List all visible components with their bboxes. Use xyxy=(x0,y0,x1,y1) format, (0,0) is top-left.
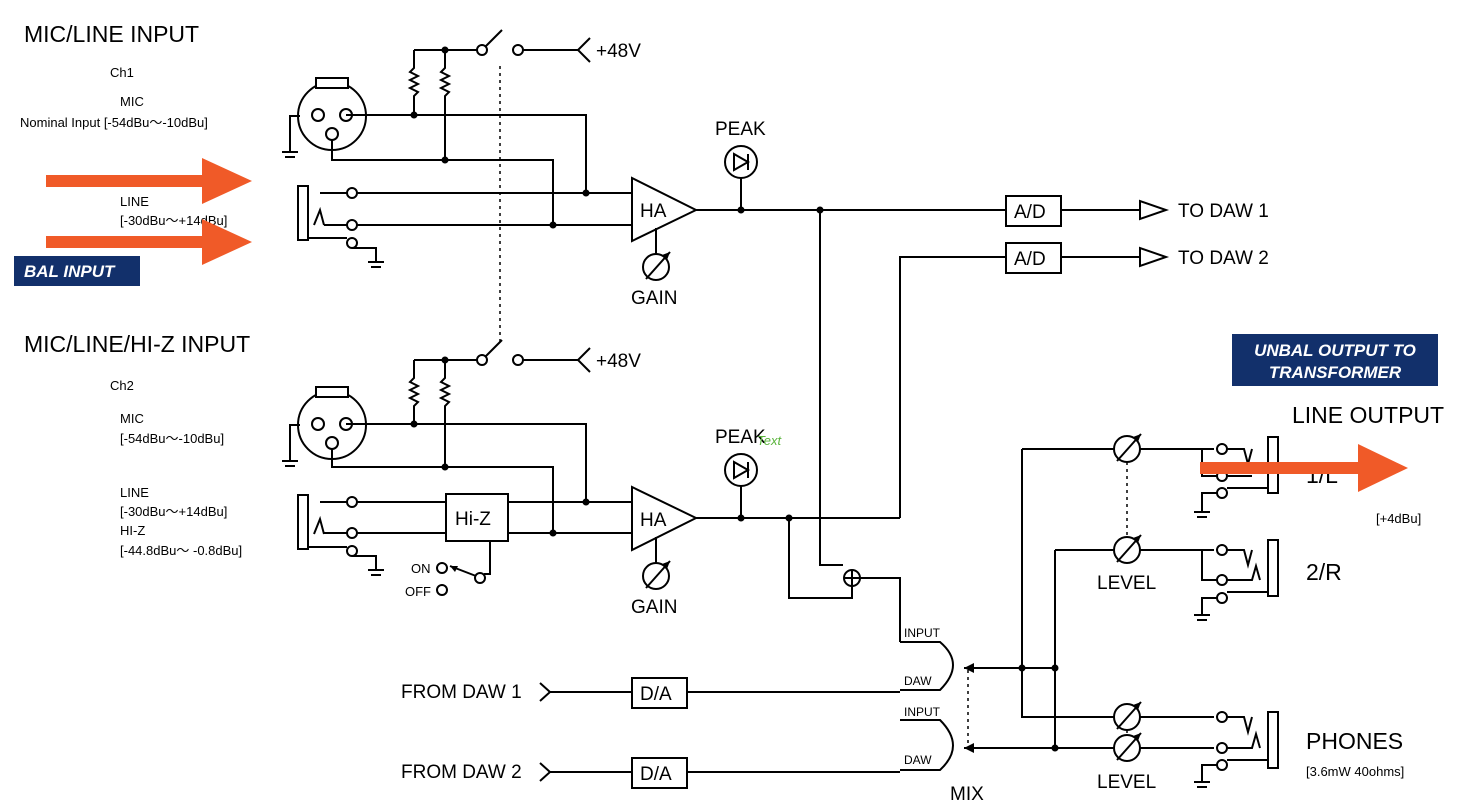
phones-label: PHONES xyxy=(1306,728,1403,754)
ch1-gain-knob-icon xyxy=(642,251,671,281)
ch1-line-label: LINE xyxy=(120,194,149,209)
ch2-input-circuit: +48V xyxy=(282,339,641,576)
ch2-ha-label: HA xyxy=(640,510,667,531)
section-title-mic-line-hiz-input: MIC/LINE/HI-Z INPUT xyxy=(24,331,250,357)
unbal-output-arrow xyxy=(1200,444,1408,492)
from-daw-1-label: FROM DAW 1 xyxy=(401,682,522,703)
ch1-xlr-connector-icon xyxy=(282,77,367,158)
ch1-phantom-label: +48V xyxy=(596,41,641,62)
ch1-input-circuit: +48V xyxy=(282,29,641,268)
ch2-mic-label: MIC xyxy=(120,411,144,426)
ch2-trs-jack-icon xyxy=(297,494,384,576)
output-2r-label: 2/R xyxy=(1306,559,1342,585)
bal-input-arrow-1 xyxy=(46,158,252,204)
da-1-label: D/A xyxy=(640,684,672,705)
from-daw-2-label: FROM DAW 2 xyxy=(401,762,522,783)
ch2-gain-knob-icon xyxy=(642,560,671,590)
ch2-gain-label: GAIN xyxy=(631,597,677,618)
ch2-peak-label: PEAK xyxy=(715,427,766,448)
unbal-output-badge-line2: TRANSFORMER xyxy=(1269,363,1402,382)
line-level-knob-1-icon xyxy=(1113,433,1142,463)
ad-1-label: A/D xyxy=(1014,202,1046,223)
phones-level-knob-1-icon xyxy=(1113,701,1142,731)
bal-input-badge-text: BAL INPUT xyxy=(24,262,116,281)
bal-input-badge: BAL INPUT xyxy=(14,256,140,286)
hiz-switch: ON OFF xyxy=(405,541,491,599)
ch1-trs-jack-icon xyxy=(297,185,384,268)
mix-block: INPUT DAW INPUT DAW MIX xyxy=(900,626,984,805)
ch1-label: Ch1 xyxy=(110,65,134,80)
ch2-line-label: LINE xyxy=(120,485,149,500)
hiz-off-label: OFF xyxy=(405,584,431,599)
hiz-on-label: ON xyxy=(411,561,431,576)
mix-daw-2-label: DAW xyxy=(904,753,932,767)
to-daw-1-label: TO DAW 1 xyxy=(1178,201,1269,222)
phones-level-knob-2-icon xyxy=(1113,732,1142,762)
ch1-mic-spec: Nominal Input [-54dBu～-10dBu] xyxy=(20,115,208,130)
phones-jack-icon xyxy=(1194,711,1279,788)
line-level-label: LEVEL xyxy=(1097,573,1156,594)
unbal-output-badge-line1: UNBAL OUTPUT TO xyxy=(1254,341,1416,360)
ch2-hiz-label: HI-Z xyxy=(120,523,145,538)
hiz-block: Hi-Z xyxy=(445,493,509,542)
phones-level-label: LEVEL xyxy=(1097,772,1156,793)
section-title-mic-line-input: MIC/LINE INPUT xyxy=(24,21,199,47)
ch2-phantom-label: +48V xyxy=(596,351,641,372)
ch1-peak-led-icon xyxy=(724,145,758,210)
bal-input-arrow-2 xyxy=(46,219,252,265)
unbal-output-badge: UNBAL OUTPUT TO TRANSFORMER xyxy=(1232,334,1438,386)
output-jack-2r-icon xyxy=(1194,539,1279,621)
section-title-line-output: LINE OUTPUT xyxy=(1292,402,1444,428)
ad-2-label: A/D xyxy=(1014,249,1046,270)
mix-daw-1-label: DAW xyxy=(904,674,932,688)
ad-converter-1: A/D xyxy=(1005,195,1062,227)
mix-input-1-label: INPUT xyxy=(904,626,941,640)
ch2-label: Ch2 xyxy=(110,378,134,393)
ch2-head-amp: HA xyxy=(631,485,699,563)
da-2-label: D/A xyxy=(640,764,672,785)
ch1-head-amp: HA xyxy=(631,176,699,254)
da-converter-1: D/A xyxy=(631,677,688,709)
phones-spec: [3.6mW 40ohms] xyxy=(1306,764,1404,779)
ch1-line-spec: [-30dBu～+14dBu] xyxy=(120,213,227,228)
to-daw-2-label: TO DAW 2 xyxy=(1178,248,1269,269)
line-output-spec: [+4dBu] xyxy=(1376,511,1421,526)
ch2-peak-led-icon xyxy=(724,453,758,518)
line-level-knob-2-icon xyxy=(1113,534,1142,564)
summing-node-icon xyxy=(843,569,861,587)
ch2-hiz-spec: [-44.8dBu～ -0.8dBu] xyxy=(120,543,242,558)
ch2-mic-spec: [-54dBu～-10dBu] xyxy=(120,431,224,446)
ch2-line-spec: [-30dBu～+14dBu] xyxy=(120,504,227,519)
ch1-ha-label: HA xyxy=(640,201,667,222)
peak-annotation: Text xyxy=(757,433,782,448)
ch2-xlr-connector-icon xyxy=(282,386,367,467)
ch1-mic-label: MIC xyxy=(120,94,144,109)
mix-label: MIX xyxy=(950,784,984,805)
da-converter-2: D/A xyxy=(631,757,688,789)
mix-input-2-label: INPUT xyxy=(904,705,941,719)
hiz-block-label: Hi-Z xyxy=(455,509,491,530)
ad-converter-2: A/D xyxy=(1005,242,1062,274)
ch1-peak-label: PEAK xyxy=(715,119,766,140)
ch1-gain-label: GAIN xyxy=(631,288,677,309)
